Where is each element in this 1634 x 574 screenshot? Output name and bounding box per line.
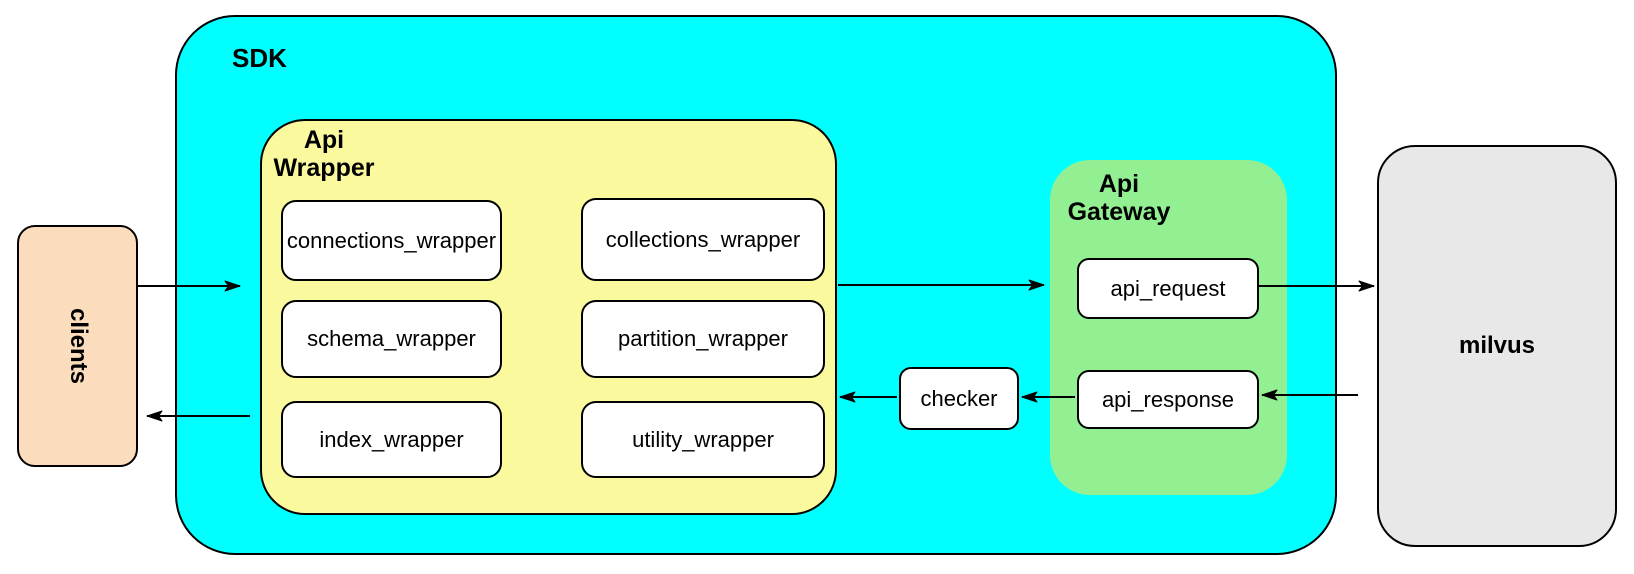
- clients-label: clients: [64, 307, 92, 385]
- node-api-request: api_request: [1077, 258, 1259, 319]
- node-schema-wrapper: schema_wrapper: [281, 300, 502, 378]
- node-utility-wrapper: utility_wrapper: [581, 401, 825, 478]
- node-sdk: SDK Api Wrapper connections_wrapper coll…: [175, 15, 1337, 555]
- sdk-label: SDK: [232, 43, 287, 73]
- node-collections-wrapper: collections_wrapper: [581, 198, 825, 281]
- node-api-response: api_response: [1077, 370, 1259, 429]
- api-wrapper-label-line2: Wrapper: [273, 154, 375, 182]
- node-milvus: milvus: [1377, 145, 1617, 547]
- node-partition-wrapper: partition_wrapper: [581, 300, 825, 378]
- api-gateway-label: Api Gateway: [1050, 170, 1188, 226]
- node-connections-wrapper: connections_wrapper: [281, 200, 502, 281]
- api-gateway-label-line1: Api: [1098, 170, 1140, 198]
- node-index-wrapper: index_wrapper: [281, 401, 502, 478]
- api-wrapper-label-line1: Api: [303, 126, 345, 154]
- node-clients: clients: [17, 225, 138, 467]
- milvus-label: milvus: [1458, 332, 1536, 359]
- api-gateway-label-line2: Gateway: [1067, 198, 1171, 226]
- node-checker: checker: [899, 367, 1019, 430]
- node-api-wrapper: Api Wrapper connections_wrapper collecti…: [260, 119, 837, 515]
- node-api-gateway: Api Gateway api_request api_response: [1050, 160, 1287, 495]
- api-wrapper-label: Api Wrapper: [262, 126, 386, 182]
